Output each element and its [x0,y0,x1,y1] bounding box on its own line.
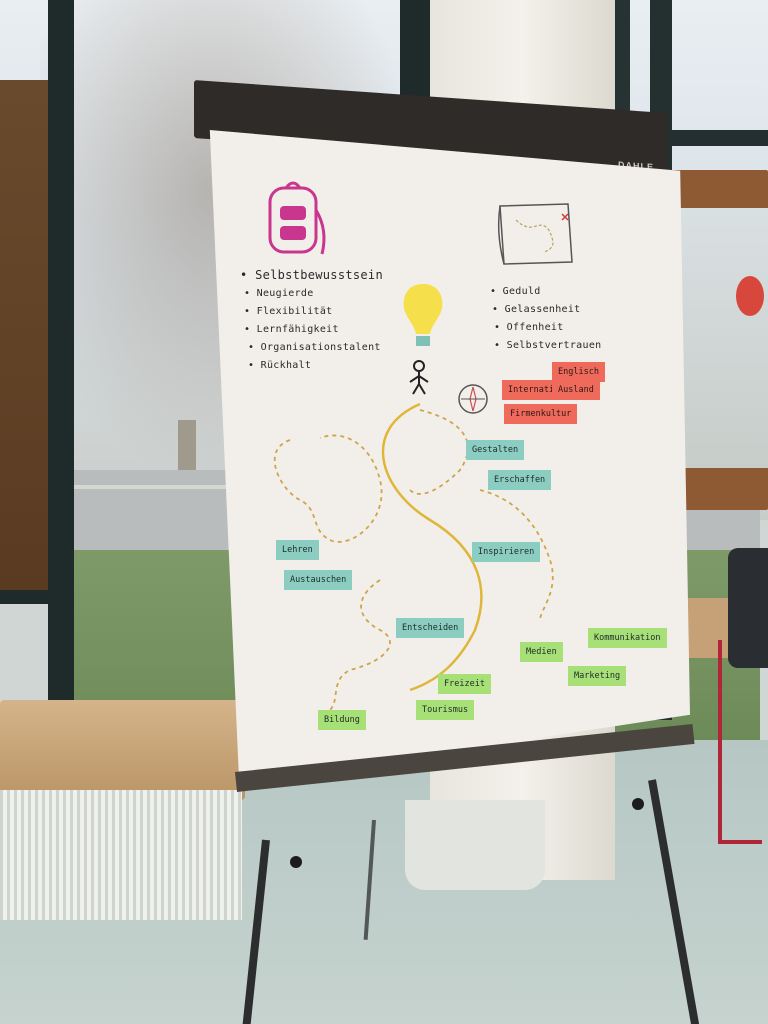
easel-knob-right [632,798,644,810]
blue-card: Lehren [276,540,319,560]
red-sign [736,276,764,316]
red-card: Ausland [552,380,600,400]
flipchart-paper: • Selbstbewusstsein • Neugierde • Flexib… [209,130,690,783]
left-list-item: • Lernfähigkeit [244,324,339,335]
green-card: Marketing [568,666,627,686]
window-mullion-left [48,0,74,740]
right-list-item: • Selbstvertrauen [494,340,602,351]
blue-card: Inspirieren [472,542,541,562]
blue-card: Entscheiden [396,618,465,638]
backpack-icon [268,181,326,255]
left-list-item: • Flexibilität [244,306,333,317]
compass-icon [458,384,488,414]
green-card: Kommunikation [588,628,667,648]
right-list-item: • Geduld [490,286,541,297]
green-card: Bildung [318,710,366,730]
radiator [0,790,242,920]
right-list-item: • Offenheit [494,322,564,333]
red-card: Englisch [552,362,605,382]
chair-frame [718,640,762,844]
blue-card: Erschaffen [488,470,552,490]
green-card: Medien [520,642,563,662]
window-transom-right [672,130,768,146]
door-glass [674,208,768,468]
journey-paths [273,402,554,711]
pillar-base [405,800,545,890]
red-card: Firmenkultur [504,404,578,424]
left-list-item: • Organisationstalent [248,342,381,353]
left-list-item: • Selbstbewusstsein [240,268,383,282]
blue-card: Gestalten [466,440,525,460]
green-card: Freizeit [438,674,491,694]
wooden-window-frame-left [0,80,48,590]
lightbulb-icon [403,284,443,346]
left-list-item: • Rückhalt [248,360,312,371]
right-list-item: • Gelassenheit [492,304,581,315]
person-icon [409,360,429,395]
blue-card: Austauschen [284,570,353,590]
left-list-item: • Neugierde [244,288,314,299]
green-card: Tourismus [416,700,475,720]
easel-knob-left [290,856,302,868]
window-mullion-center [400,0,430,100]
chair-back [728,548,768,668]
window-transom-left [0,590,74,604]
treasure-map-icon [497,203,573,265]
wooden-bench [0,700,245,800]
